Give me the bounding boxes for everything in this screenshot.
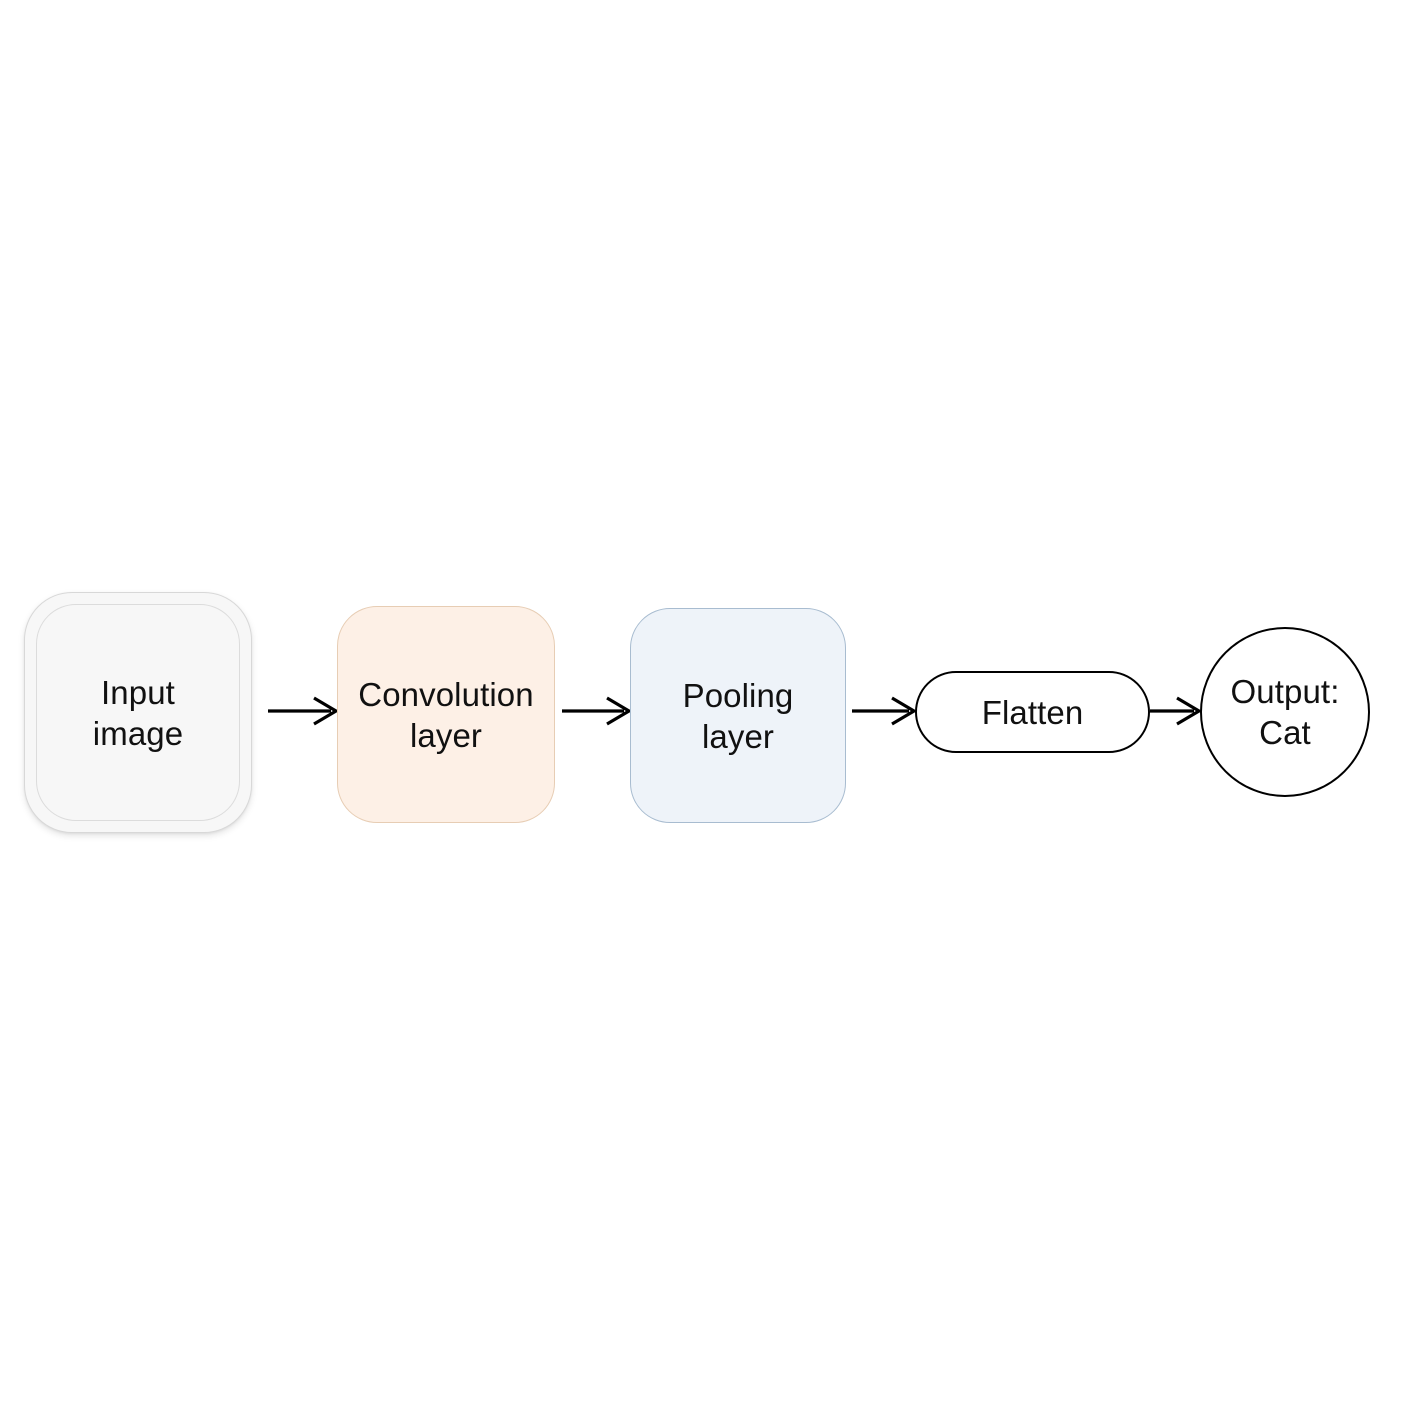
node-convolution-layer-label: Convolution layer xyxy=(358,675,534,754)
edge-pooling-to-flatten xyxy=(852,696,918,726)
node-output-cat-label: Output: Cat xyxy=(1230,673,1340,751)
edge-flatten-to-output xyxy=(1150,696,1203,726)
node-input-image-label: Input image xyxy=(92,673,184,752)
node-output-cat[interactable]: Output: Cat xyxy=(1200,627,1370,797)
edge-input-to-convolution xyxy=(268,696,340,726)
node-convolution-layer[interactable]: Convolution layer xyxy=(337,606,555,823)
node-flatten-label: Flatten xyxy=(981,693,1084,731)
node-pooling-layer-label: Pooling layer xyxy=(682,676,794,755)
node-flatten[interactable]: Flatten xyxy=(915,671,1150,753)
edge-convolution-to-pooling xyxy=(562,696,633,726)
node-pooling-layer[interactable]: Pooling layer xyxy=(630,608,846,823)
node-input-image[interactable]: Input image xyxy=(36,604,240,821)
